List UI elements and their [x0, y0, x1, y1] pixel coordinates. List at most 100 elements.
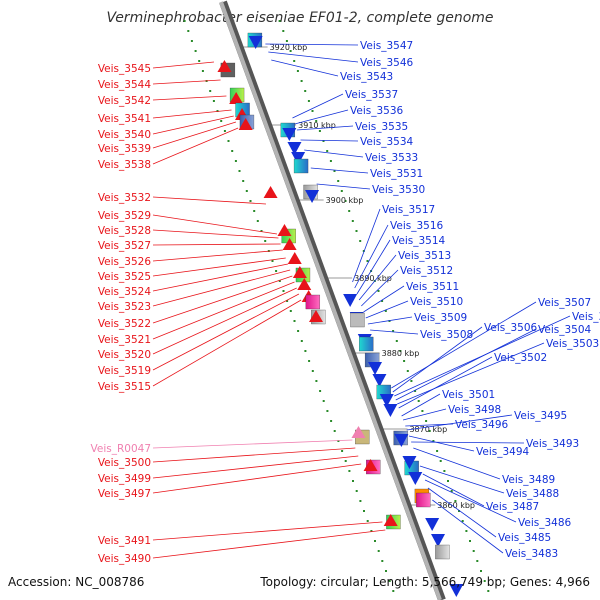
- gene-label-veis_r0047[interactable]: Veis_R0047: [91, 443, 151, 455]
- gene-label-veis_3489[interactable]: Veis_3489: [502, 474, 555, 486]
- gene-arrow[interactable]: [351, 426, 366, 438]
- gene-label-veis_3487[interactable]: Veis_3487: [486, 501, 539, 513]
- gene-arrow[interactable]: [431, 534, 446, 547]
- gene-label-veis_3526[interactable]: Veis_3526: [98, 256, 152, 268]
- gene-label-veis_3514[interactable]: Veis_3514: [392, 235, 446, 247]
- gene-arrow[interactable]: [248, 36, 263, 49]
- gene-arrow[interactable]: [394, 434, 409, 447]
- gene-label-veis_3488[interactable]: Veis_3488: [506, 488, 559, 500]
- gene-arrow[interactable]: [305, 190, 320, 203]
- gene-arrow[interactable]: [292, 266, 307, 278]
- gene-arrow[interactable]: [238, 118, 253, 130]
- gene-label-veis_3544[interactable]: Veis_3544: [98, 79, 152, 91]
- gene-arrow[interactable]: [449, 584, 464, 597]
- gene-label-veis_3541[interactable]: Veis_3541: [98, 113, 151, 125]
- gene-label-veis_3545[interactable]: Veis_3545: [98, 63, 151, 75]
- gene-label-veis_3502[interactable]: Veis_3502: [494, 352, 547, 364]
- gene-label-veis_3536[interactable]: Veis_3536: [350, 105, 404, 117]
- gene-arrow[interactable]: [217, 60, 232, 72]
- gene-label-veis_3525[interactable]: Veis_3525: [98, 271, 151, 283]
- gene-label-veis_3490[interactable]: Veis_3490: [98, 553, 151, 565]
- gene-label-veis_3505[interactable]: Veis_3505: [572, 311, 600, 323]
- gene-block[interactable]: [305, 294, 321, 310]
- gene-label-veis_3509[interactable]: Veis_3509: [414, 312, 467, 324]
- gene-arrow[interactable]: [383, 514, 398, 526]
- gene-block[interactable]: [350, 312, 365, 328]
- gene-label-veis_3534[interactable]: Veis_3534: [360, 136, 414, 148]
- gene-label-veis_3529[interactable]: Veis_3529: [98, 210, 151, 222]
- gene-label-veis_3503[interactable]: Veis_3503: [546, 338, 599, 350]
- gene-label-veis_3519[interactable]: Veis_3519: [98, 365, 151, 377]
- gene-label-veis_3528[interactable]: Veis_3528: [98, 225, 151, 237]
- gene-arrow[interactable]: [282, 238, 297, 250]
- gene-arrow[interactable]: [363, 459, 378, 471]
- gene-label-veis_3486[interactable]: Veis_3486: [518, 517, 572, 529]
- gene-label-veis_3485[interactable]: Veis_3485: [498, 532, 551, 544]
- gene-arrow[interactable]: [343, 294, 358, 307]
- gene-label-veis_3535[interactable]: Veis_3535: [355, 121, 408, 133]
- gene-label-veis_3543[interactable]: Veis_3543: [340, 71, 393, 83]
- gene-label-veis_3540[interactable]: Veis_3540: [98, 129, 151, 141]
- gene-label-veis_3491[interactable]: Veis_3491: [98, 535, 151, 547]
- gene-arrow[interactable]: [263, 186, 278, 198]
- gene-arrow[interactable]: [402, 456, 417, 469]
- gene-label-veis_3516[interactable]: Veis_3516: [390, 220, 444, 232]
- gene-arrow[interactable]: [287, 142, 302, 155]
- gene-label-veis_3531[interactable]: Veis_3531: [370, 168, 423, 180]
- tick-dot: [403, 360, 406, 362]
- gene-label-veis_3523[interactable]: Veis_3523: [98, 301, 151, 313]
- gene-arrow[interactable]: [383, 404, 398, 417]
- gene-arrow[interactable]: [282, 128, 297, 141]
- tick-dot: [384, 310, 387, 312]
- gene-arrow[interactable]: [372, 374, 387, 387]
- gene-label-veis_3498[interactable]: Veis_3498: [448, 404, 501, 416]
- gene-label-veis_3507[interactable]: Veis_3507: [538, 297, 591, 309]
- gene-arrow[interactable]: [297, 278, 312, 290]
- gene-arrow[interactable]: [287, 252, 302, 264]
- gene-label-veis_3542[interactable]: Veis_3542: [98, 95, 151, 107]
- gene-label-veis_3501[interactable]: Veis_3501: [442, 389, 495, 401]
- gene-label-veis_3521[interactable]: Veis_3521: [98, 334, 151, 346]
- gene-label-veis_3483[interactable]: Veis_3483: [505, 548, 558, 560]
- gene-label-veis_3533[interactable]: Veis_3533: [365, 152, 418, 164]
- gene-label-veis_3524[interactable]: Veis_3524: [98, 286, 152, 298]
- gene-label-veis_3500[interactable]: Veis_3500: [98, 457, 151, 469]
- gene-arrow[interactable]: [291, 152, 306, 165]
- gene-label-veis_3538[interactable]: Veis_3538: [98, 159, 151, 171]
- gene-arrow[interactable]: [368, 362, 383, 375]
- gene-arrow[interactable]: [277, 224, 292, 236]
- gene-label-veis_3511[interactable]: Veis_3511: [406, 281, 459, 293]
- gene-block[interactable]: [435, 544, 450, 560]
- gene-label-veis_3537[interactable]: Veis_3537: [345, 89, 398, 101]
- gene-label-veis_3539[interactable]: Veis_3539: [98, 143, 151, 155]
- gene-label-veis_3512[interactable]: Veis_3512: [400, 265, 453, 277]
- gene-label-veis_3506[interactable]: Veis_3506: [484, 322, 538, 334]
- gene-label-veis_3510[interactable]: Veis_3510: [410, 296, 463, 308]
- gene-arrow[interactable]: [229, 92, 244, 104]
- gene-label-veis_3532[interactable]: Veis_3532: [98, 192, 151, 204]
- gene-label-veis_3546[interactable]: Veis_3546: [360, 57, 414, 69]
- gene-arrow[interactable]: [308, 310, 323, 322]
- gene-label-veis_3497[interactable]: Veis_3497: [98, 488, 151, 500]
- gene-label-veis_3508[interactable]: Veis_3508: [420, 329, 473, 341]
- gene-label-veis_3496[interactable]: Veis_3496: [455, 419, 509, 431]
- gene-label-veis_3494[interactable]: Veis_3494: [476, 446, 530, 458]
- gene-block[interactable]: [416, 492, 431, 508]
- gene-label-veis_3517[interactable]: Veis_3517: [382, 204, 435, 216]
- gene-arrow[interactable]: [425, 518, 440, 531]
- gene-label-veis_3495[interactable]: Veis_3495: [514, 410, 567, 422]
- gene-label-veis_3515[interactable]: Veis_3515: [98, 381, 151, 393]
- gene-label-veis_3499[interactable]: Veis_3499: [98, 473, 151, 485]
- gene-label-veis_3527[interactable]: Veis_3527: [98, 240, 151, 252]
- gene-label-veis_3522[interactable]: Veis_3522: [98, 318, 151, 330]
- gene-block[interactable]: [359, 336, 374, 352]
- gene-label-veis_3493[interactable]: Veis_3493: [526, 438, 579, 450]
- gene-label-veis_3513[interactable]: Veis_3513: [398, 250, 451, 262]
- gene-arrow[interactable]: [408, 472, 423, 485]
- gene-block[interactable]: [293, 158, 309, 174]
- gene-arrow[interactable]: [379, 394, 394, 407]
- gene-label-veis_3504[interactable]: Veis_3504: [538, 324, 592, 336]
- gene-label-veis_3547[interactable]: Veis_3547: [360, 40, 413, 52]
- gene-label-veis_3520[interactable]: Veis_3520: [98, 349, 151, 361]
- gene-label-veis_3530[interactable]: Veis_3530: [372, 184, 425, 196]
